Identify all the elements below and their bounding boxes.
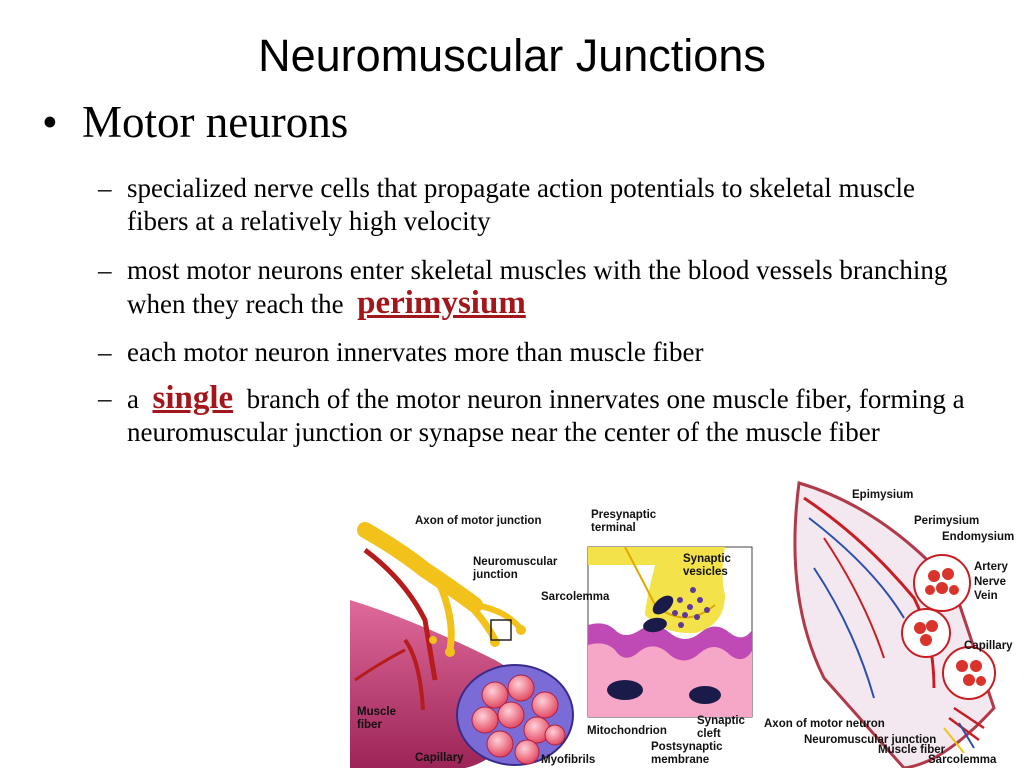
sub-bullet-1-text: specialized nerve cells that propagate a… — [127, 173, 915, 236]
label-capillary-right: Capillary — [964, 640, 1013, 652]
label-postsynaptic-membrane: Postsynaptic membrane — [651, 741, 723, 766]
dash-marker: – — [98, 383, 112, 413]
label-epimysium: Epimysium — [852, 489, 914, 501]
sub-bullet-4-text: branch of the motor neuron innervates on… — [127, 384, 965, 447]
label-muscle-fiber-right: Muscle fiber — [878, 744, 946, 756]
dash-marker: – — [98, 255, 112, 285]
bullet-text: Motor neurons — [82, 97, 349, 147]
sub-bullet-3-text: each motor neuron innervates more than m… — [127, 337, 704, 367]
bullet-motor-neurons: • Motor neurons — [42, 94, 348, 150]
label-neuromuscular-junction: Neuromuscular junction — [473, 556, 558, 581]
label-capillary: Capillary — [415, 752, 464, 764]
label-myofibrils: Myofibrils — [541, 754, 596, 766]
muscle-fiber-drawing — [350, 522, 574, 768]
label-sarcolemma: Sarcolemma — [541, 591, 610, 603]
sub-bullet-2-text: most motor neurons enter skeletal muscle… — [127, 255, 948, 319]
label-endomysium: Endomysium — [942, 531, 1015, 543]
label-perimysium: Perimysium — [914, 515, 980, 527]
synapse-illustration: Presynaptic terminal Synaptic vesicles S… — [541, 505, 765, 768]
label-vein: Vein — [974, 590, 998, 602]
bullet-marker: • — [42, 97, 58, 147]
label-neuromuscular-junction-right: Neuromuscular junction — [804, 734, 937, 746]
label-synaptic-vesicles: Synaptic vesicles — [683, 553, 731, 578]
label-presynaptic-terminal: Presynaptic terminal — [591, 509, 657, 534]
label-muscle-fiber: Muscle fiber — [357, 706, 396, 731]
muscle-cross-section-illustration: Epimysium Perimysium Endomysium Artery N… — [764, 478, 1024, 770]
muscle-fiber-illustration: Axon of motor junction Neuromuscular jun… — [345, 510, 595, 768]
slide-title: Neuromuscular Junctions — [258, 30, 766, 81]
term-perimysium: perimysium — [357, 285, 526, 321]
sub-bullet-2-body: most motor neurons enter skeletal muscle… — [127, 254, 967, 321]
synapse-drawing — [587, 546, 753, 718]
label-nerve: Nerve — [974, 576, 1006, 588]
label-axon-of-motor-junction: Axon of motor junction — [415, 515, 542, 527]
label-sarcolemma-right: Sarcolemma — [928, 754, 997, 766]
sub-bullet-4-pre: a — [127, 384, 139, 414]
label-mitochondrion: Mitochondrion — [587, 725, 667, 737]
sub-bullet-4-body: a single branch of the motor neuron inne… — [127, 382, 967, 449]
muscle-cross-section-drawing — [793, 481, 996, 770]
dash-marker: – — [98, 173, 112, 203]
dash-marker: – — [98, 337, 112, 367]
label-axon-of-motor-neuron: Axon of motor neuron — [764, 718, 885, 730]
term-single: single — [152, 380, 234, 416]
label-artery: Artery — [974, 561, 1008, 573]
label-synaptic-cleft: Synaptic cleft — [697, 715, 745, 740]
